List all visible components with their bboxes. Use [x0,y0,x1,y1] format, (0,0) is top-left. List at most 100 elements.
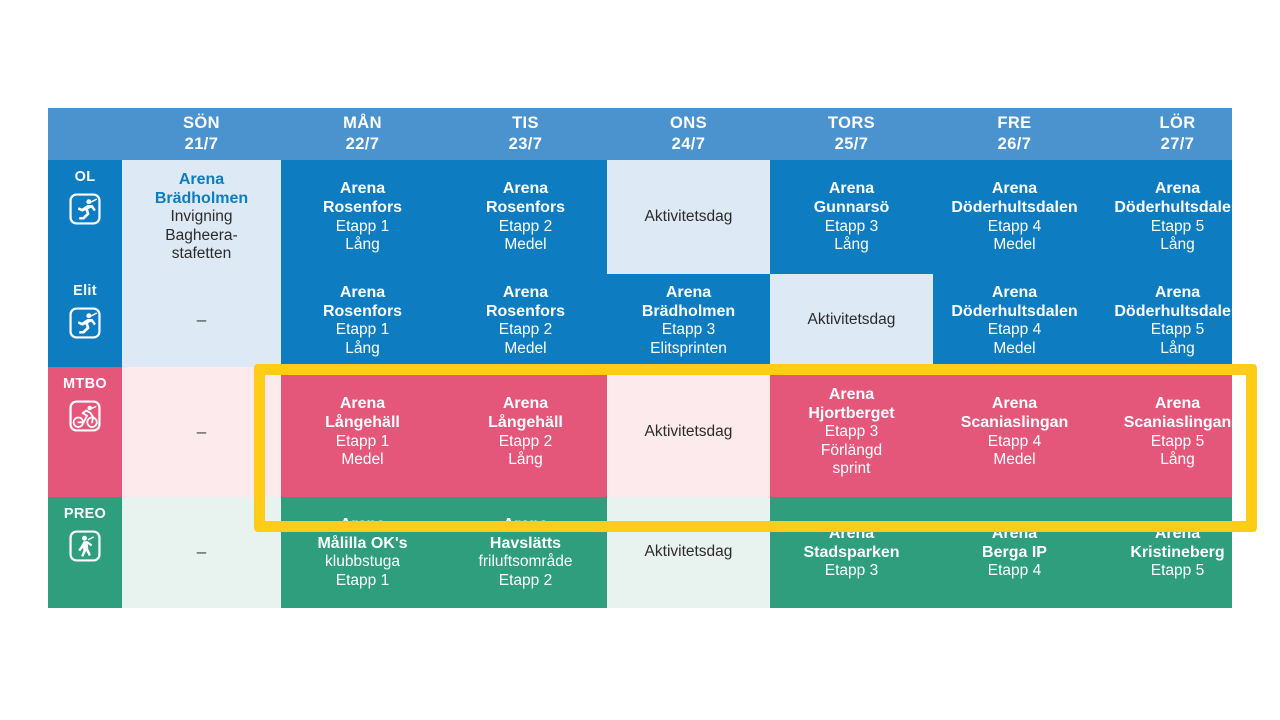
cell-line-4: Lång [1160,451,1195,469]
cell-line-4: Medel [504,339,547,357]
cell-line-2: Scaniaslingan [1123,414,1232,432]
cell-line-3: Etapp 4 [987,432,1042,450]
cell-line-3: Invigning [170,208,233,226]
day-date: 21/7 [184,135,219,153]
cell-activity-day: Aktivitetsdag [644,207,733,225]
cell-line-3: Etapp 2 [498,217,553,235]
walker-icon [68,529,102,563]
cell-line-3: Etapp 2 [498,321,553,339]
cell-line-3: Etapp 1 [335,321,390,339]
cell-line-4: Medel [993,451,1036,469]
day-date: 23/7 [508,135,543,153]
runner-icon [68,192,102,226]
day-name: SÖN [183,113,220,132]
cell-line-2: Rosenfors [322,199,403,217]
day-name: TORS [827,113,876,132]
row-label-mtbo: MTBO [48,367,122,497]
cell-line-3: Etapp 3 [824,217,879,235]
runner-icon [68,306,102,340]
day-date: 24/7 [671,135,706,153]
day-name: ONS [670,113,707,132]
cell-line-5: stafetten [171,245,232,263]
cell-line-1: Arena [828,180,875,198]
row-label-text: OL [74,169,96,185]
cell-line-3: Etapp 3 [824,562,879,580]
cell-activity-day: Aktivitetsdag [644,543,733,561]
cell-line-3: Etapp 1 [335,432,390,450]
day-header-mån: MÅN 22/7 [281,108,444,160]
cell-line-2: Gunnarsö [813,199,890,217]
cell-line-2: Kristineberg [1130,544,1225,562]
cell-line-4: Lång [508,451,543,469]
cell-line-3: Etapp 3 [824,423,879,441]
day-date: 27/7 [1160,135,1195,153]
cell-line-2: Rosenfors [485,199,566,217]
cell-line-1: Arena [991,395,1038,413]
day-date: 22/7 [345,135,380,153]
cell-line-1: Arena [178,170,225,188]
cell-line-1: Arena [339,515,386,533]
cell-line-3: Etapp 5 [1150,562,1205,580]
cell-line-1: Arena [502,283,549,301]
day-name: FRE [997,113,1032,132]
cell-line-4: Medel [993,236,1036,254]
day-name: MÅN [343,113,382,132]
row-label-elit: Elit [48,274,122,367]
cell-line-2: Döderhultsdalen [951,199,1078,217]
cell-line-1: Arena [1154,395,1201,413]
cell-line-1: Arena [991,180,1038,198]
day-date: 25/7 [834,135,869,153]
cell-line-4: Lång [834,236,869,254]
cell-line-2: Stadsparken [803,544,900,562]
cell-line-2: Hjortberget [808,405,895,423]
schedule-cell[interactable]: Aktivitetsdag [770,274,933,367]
cyclist-icon [68,399,102,433]
cell-line-3: Etapp 3 [661,321,716,339]
schedule-cell[interactable]: Aktivitetsdag [607,497,770,608]
cell-empty-dash: – [196,542,207,562]
cell-line-2: Döderhultsdalen [951,302,1078,320]
cell-line-3: Etapp 1 [335,217,390,235]
schedule-cell[interactable]: – [122,497,281,608]
schedule-cell[interactable]: Aktivitetsdag [607,367,770,497]
cell-activity-day: Aktivitetsdag [807,311,896,329]
cell-line-2: Brädholmen [641,302,736,320]
cell-line-4: Medel [993,339,1036,357]
schedule-cell[interactable]: – [122,367,281,497]
schedule-cell[interactable]: – [122,274,281,367]
cell-line-1: Arena [665,283,712,301]
cell-line-1: Arena [991,525,1038,543]
cell-line-2: Långehäll [488,414,563,432]
cell-line-2: Målilla OK's [317,534,408,552]
schedule-cell[interactable]: Aktivitetsdag [607,160,770,274]
day-header-tors: TORS 25/7 [770,108,933,160]
cell-line-1: Arena [502,180,549,198]
row-label-text: MTBO [63,376,107,392]
cell-empty-dash: – [196,421,207,441]
row-label-text: Elit [73,283,97,299]
